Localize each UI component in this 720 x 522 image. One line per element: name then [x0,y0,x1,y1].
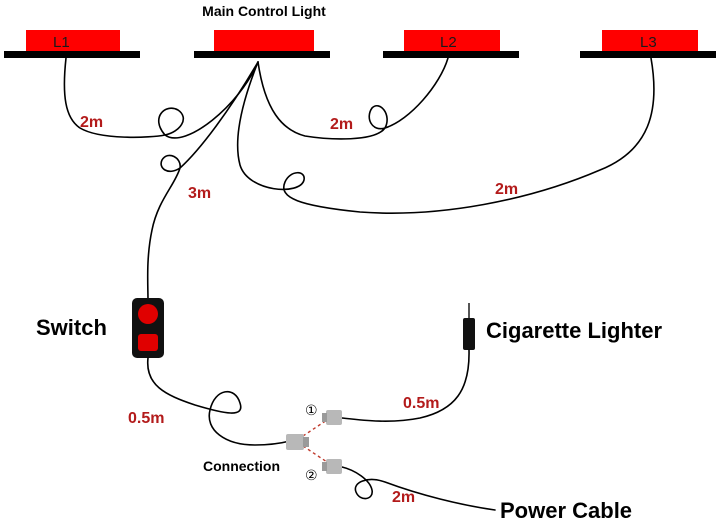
connector-port-1 [322,410,342,425]
switch-label: Switch [36,315,107,340]
lamp-main-control: Main Control Light [194,3,330,58]
lamp-l2-light [404,30,500,52]
length-label-power: 2m [392,489,415,506]
port-2-marker: ② [305,468,318,484]
cigarette-lighter-plug [463,303,475,350]
lamp-l1-label: L1 [53,34,70,51]
lamp-l1: L1 [4,30,140,58]
main-control-light-label: Main Control Light [202,3,326,19]
length-label-l3: 2m [495,181,518,198]
wire-power [341,466,496,511]
switch-top-button[interactable] [138,304,158,324]
length-label-switch-to-connection: 0.5m [128,410,164,427]
port-1-marker: ① [305,403,318,419]
wire-switch-to-connection [146,357,291,446]
wire-lighter [341,349,470,422]
lamp-l2-label: L2 [440,34,457,51]
lamp-l1-light [26,30,120,52]
wire-l2 [257,57,449,140]
dashed-link-port-2 [302,445,331,465]
lamp-l2-base [383,51,519,58]
wire-switch [146,61,259,301]
lamp-main-base [194,51,330,58]
lamp-main-light [214,30,314,52]
lamp-l3-base [580,51,716,58]
lighter-body [463,318,475,350]
lamp-l3: L3 [580,30,716,58]
wire-l3 [236,57,655,214]
connector-main [286,434,309,450]
length-label-lighter: 0.5m [403,395,439,412]
switch-bottom-button[interactable] [138,334,158,351]
connection-label: Connection [203,458,280,474]
power-cable-label: Power Cable [500,498,632,522]
lamp-l2: L2 [383,30,519,58]
length-label-l1: 2m [80,114,103,131]
lamp-l3-label: L3 [640,34,657,51]
lamp-l3-light [602,30,698,52]
length-label-l2: 2m [330,116,353,133]
connector-port-2 [322,459,342,474]
cigarette-lighter-label: Cigarette Lighter [486,318,662,343]
lamp-l1-base [4,51,140,58]
switch[interactable] [132,298,164,358]
wire-l1 [63,57,259,139]
length-label-switch: 3m [188,185,211,202]
